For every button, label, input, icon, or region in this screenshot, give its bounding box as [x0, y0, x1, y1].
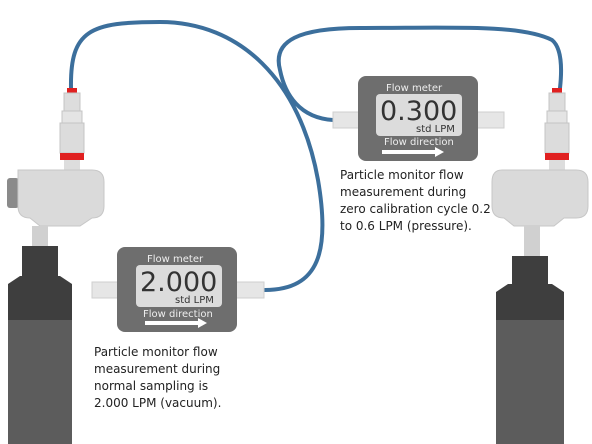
- tubing-right: [276, 25, 563, 122]
- flow-meter-right-direction: Flow direction: [384, 137, 454, 148]
- flow-meter-right-reading: 0.300: [380, 96, 457, 127]
- flow-direction-arrow-left-icon: [145, 318, 207, 328]
- caption-right-line: to 0.6 LPM (pressure).: [340, 219, 472, 233]
- flow-meter-left: Flow meter 2.000 std LPM Flow direction: [91, 247, 265, 332]
- caption-right-line: zero calibration cycle 0.2: [340, 202, 491, 216]
- caption-left: Particle monitor flow measurement during…: [94, 344, 221, 412]
- flow-meter-left-title: Flow meter: [147, 254, 204, 265]
- flow-meter-right: Flow meter 0.300 std LPM Flow direction: [332, 76, 505, 161]
- caption-left-line: normal sampling is: [94, 379, 209, 393]
- flow-meter-left-reading: 2.000: [140, 267, 217, 298]
- caption-right-line: measurement during: [340, 185, 467, 199]
- flow-meter-right-unit: std LPM: [416, 124, 455, 135]
- caption-right: Particle monitor flow measurement during…: [340, 167, 491, 235]
- flow-meter-left-direction: Flow direction: [143, 309, 213, 320]
- flow-direction-arrow-right-icon: [382, 147, 444, 157]
- particle-monitor-left: [7, 88, 105, 444]
- caption-left-line: 2.000 LPM (vacuum).: [94, 396, 222, 410]
- particle-monitor-right: [491, 88, 589, 444]
- caption-left-line: measurement during: [94, 362, 221, 376]
- flow-meter-left-unit: std LPM: [175, 295, 214, 306]
- caption-left-line: Particle monitor flow: [94, 345, 218, 359]
- caption-right-line: Particle monitor flow: [340, 168, 464, 182]
- tubing-left: [68, 19, 325, 292]
- flow-meter-right-title: Flow meter: [386, 83, 443, 94]
